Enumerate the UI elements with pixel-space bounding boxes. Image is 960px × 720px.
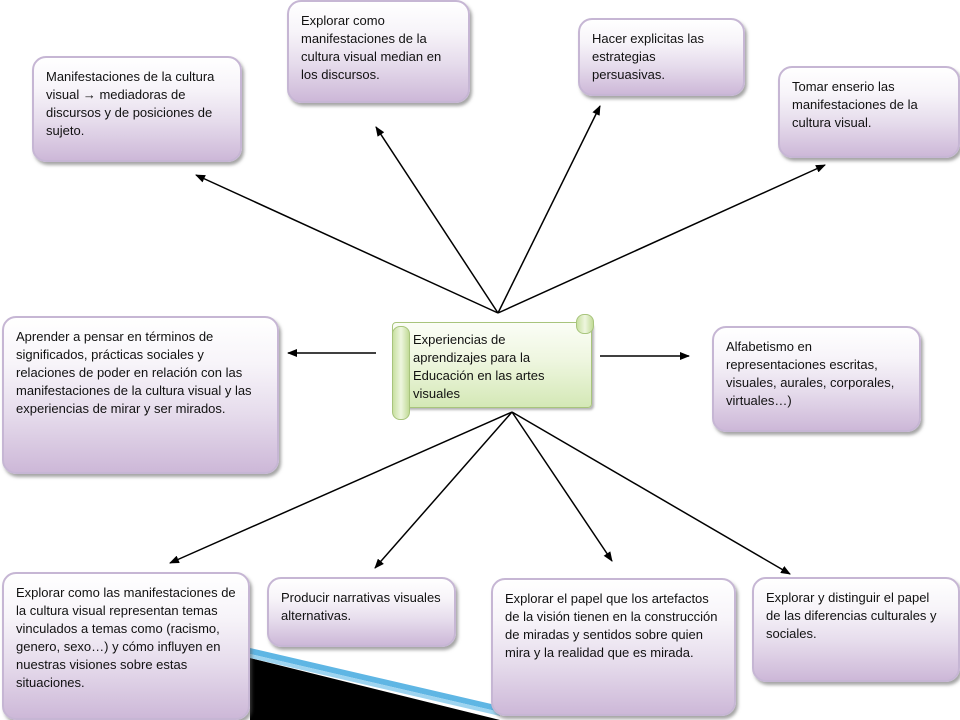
node-explorar-temas: Explorar como las manifestaciones de la … [2, 572, 250, 720]
scroll-curl-left [392, 326, 410, 420]
center-node: Experiencias de aprendizajes para la Edu… [392, 322, 592, 408]
node-artefactos-text: Explorar el papel que los artefactos de … [505, 591, 718, 660]
arrow-to-narrativas [374, 411, 513, 569]
node-aprender: Aprender a pensar en términos de signifi… [2, 316, 279, 474]
node-manifestaciones: Manifestaciones de la cultura visual → m… [32, 56, 242, 162]
arrow-to-manifestaciones [195, 174, 499, 314]
arrow-to-diferencias [511, 411, 791, 575]
node-tomar-enserio: Tomar enserio las manifestaciones de la … [778, 66, 960, 158]
node-alfabetismo: Alfabetismo en representaciones escritas… [712, 326, 921, 432]
node-estrategias: Hacer explicitas las estrategias persuas… [578, 18, 745, 96]
node-narrativas: Producir narrativas visuales alternativa… [267, 577, 456, 647]
node-artefactos: Explorar el papel que los artefactos de … [491, 578, 736, 716]
arrow-to-tomar-enserio [497, 164, 826, 314]
scroll-curl-top [576, 314, 594, 334]
center-node-text: Experiencias de aprendizajes para la Edu… [413, 332, 545, 401]
node-alfabetismo-text: Alfabetismo en representaciones escritas… [726, 339, 895, 408]
node-explorar-discursos: Explorar como manifestaciones de la cult… [287, 0, 470, 103]
node-estrategias-text: Hacer explicitas las estrategias persuas… [592, 31, 704, 82]
node-aprender-text: Aprender a pensar en términos de signifi… [16, 329, 252, 416]
arrow-to-explorar-temas [169, 411, 513, 564]
decorative-ribbon [250, 648, 500, 720]
arrow-to-artefactos [511, 411, 613, 562]
node-tomar-enserio-text: Tomar enserio las manifestaciones de la … [792, 79, 918, 130]
node-manifestaciones-text: Manifestaciones de la cultura visual → m… [46, 69, 215, 138]
node-diferencias: Explorar y distinguir el papel de las di… [752, 577, 960, 682]
node-narrativas-text: Producir narrativas visuales alternativa… [281, 590, 441, 623]
arrow-to-estrategias [497, 105, 601, 314]
node-explorar-discursos-text: Explorar como manifestaciones de la cult… [301, 13, 442, 82]
node-explorar-temas-text: Explorar como las manifestaciones de la … [16, 585, 236, 690]
arrow-to-explorar-discursos [375, 126, 499, 314]
node-diferencias-text: Explorar y distinguir el papel de las di… [766, 590, 937, 641]
